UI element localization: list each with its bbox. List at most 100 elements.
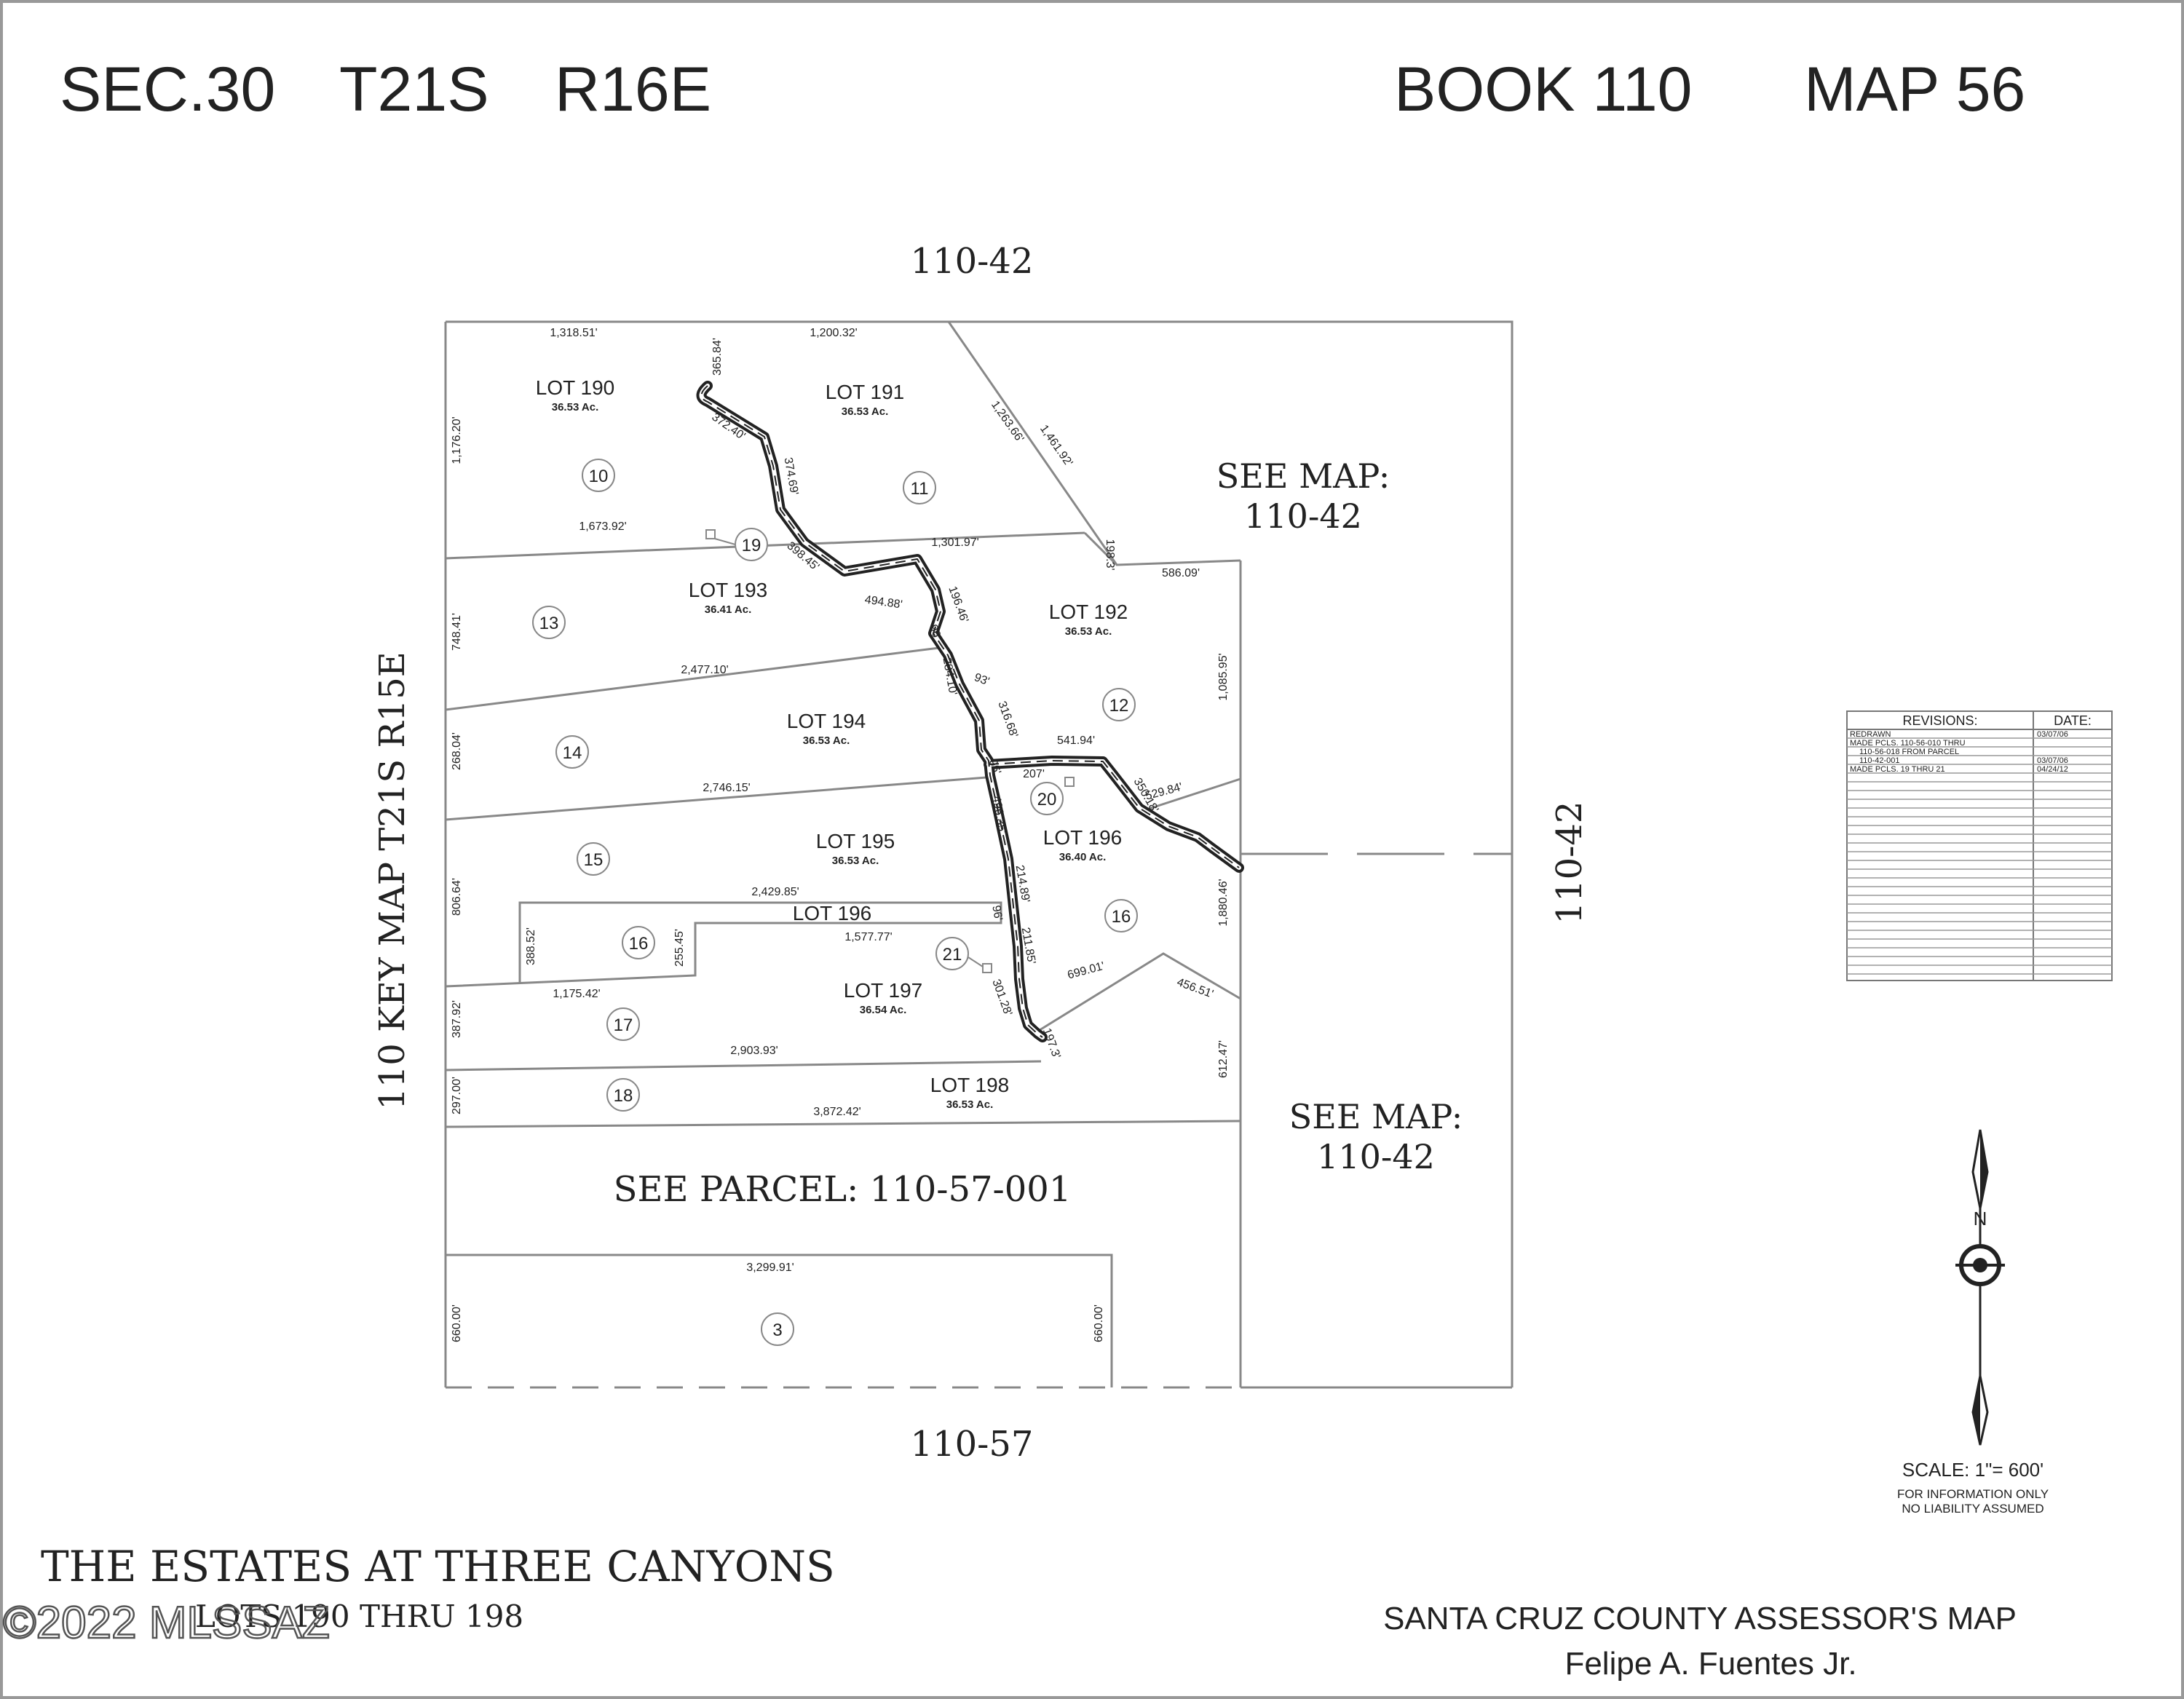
- revisions-header: REVISIONS:: [1902, 713, 1977, 728]
- disclaimer-line2: NO LIABILITY ASSUMED: [1902, 1502, 2043, 1516]
- dimension: 3,299.91': [746, 1262, 794, 1274]
- lot-195-acres: 36.53 Ac.: [832, 855, 879, 867]
- assessor-agency: SANTA CRUZ COUNTY ASSESSOR'S MAP: [1383, 1601, 2017, 1636]
- map-label: 18: [614, 1086, 633, 1106]
- dimension: 1,673.92': [579, 520, 626, 533]
- dimension: 2,903.93': [730, 1045, 778, 1057]
- dimension: 1,880.46': [1217, 879, 1230, 926]
- revision-row-date: 04/24/12: [2037, 765, 2068, 774]
- lot-195-label: LOT 195: [816, 830, 895, 852]
- parcel-circle-18: 18: [606, 1078, 640, 1112]
- map-label: 10: [589, 467, 609, 486]
- revision-row-text: MADE PCLS. 110-56-010 THRU: [1850, 739, 1966, 748]
- map-label: 16: [629, 934, 649, 954]
- dimension: 93': [973, 671, 991, 688]
- lot-190-acres: 36.53 Ac.: [552, 401, 599, 413]
- revision-row-date: 03/07/06: [2037, 756, 2068, 765]
- lot-193-194-line: [445, 646, 940, 711]
- book-number: BOOK 110: [1394, 55, 1693, 124]
- north-label: N: [1974, 1208, 1987, 1229]
- lot-194-label: LOT 194: [787, 710, 866, 732]
- dimension: 2,477.10': [681, 664, 728, 676]
- structure-marker-21: [982, 963, 992, 973]
- lot-191-label: LOT 191: [826, 381, 904, 403]
- dimension: 1,085.95': [1217, 653, 1230, 700]
- map-header: SEC.30 T21S R16E BOOK 110 MAP 56: [60, 55, 2025, 124]
- lot-198-acres: 36.53 Ac.: [946, 1098, 994, 1111]
- lot-196-197-line: [1033, 952, 1241, 1035]
- revision-row-text: MADE PCLS. 19 THRU 21: [1850, 765, 1945, 774]
- dimension: 1,577.77': [844, 931, 892, 943]
- dimension: 387.92': [451, 1000, 463, 1038]
- adjacent-map-right: 110-42: [1549, 801, 1590, 924]
- adjacent-map-left: 110 KEY MAP T21S R15E: [372, 652, 413, 1110]
- map-label: 19: [742, 536, 761, 555]
- lot-193-label: LOT 193: [689, 579, 767, 601]
- parcel-circle-14: 14: [555, 735, 589, 769]
- lot-193-acres: 36.41 Ac.: [705, 603, 752, 616]
- lot-198-south-line: [445, 1120, 1241, 1128]
- see-map-upper-line2: 110-42: [1244, 496, 1362, 536]
- dimension: 806.64': [451, 878, 463, 916]
- parcel-circle-13: 13: [532, 606, 566, 639]
- dimension: 255.45': [673, 929, 686, 967]
- see-map-upper-line1: SEE MAP:: [1216, 456, 1390, 496]
- lot-194-195-line: [445, 776, 987, 821]
- lot-196-acres: 36.40 Ac.: [1059, 851, 1107, 863]
- dimension: 541.94': [1057, 734, 1095, 747]
- lot-191-acres: 36.53 Ac.: [842, 405, 889, 418]
- parcel-circle-10: 10: [582, 459, 615, 492]
- lot-192-label: LOT 192: [1049, 601, 1128, 623]
- section-number: SEC.30: [60, 55, 275, 124]
- dimension: 660.00': [451, 1304, 463, 1342]
- lot-197-label: LOT 197: [844, 979, 922, 1002]
- parcel-circle-20: 20: [1030, 782, 1064, 815]
- parcel-circle-19: 19: [735, 528, 768, 561]
- lot-190-label: LOT 190: [536, 376, 614, 399]
- lot-194-acres: 36.53 Ac.: [803, 734, 850, 747]
- assessor-name: Felipe A. Fuentes Jr.: [1564, 1646, 1856, 1682]
- dimension: 1,318.51': [550, 327, 597, 339]
- dimension: 96': [927, 623, 943, 641]
- revision-row-date: 03/07/06: [2037, 730, 2068, 739]
- map-label: 14: [563, 743, 582, 763]
- dimension: 96': [989, 904, 1004, 921]
- map-label: 12: [1109, 696, 1129, 716]
- lot-197-acres: 36.54 Ac.: [860, 1004, 907, 1016]
- structure-markers: [705, 529, 1075, 973]
- map-label: 17: [614, 1015, 633, 1035]
- parcel-circle-21: 21: [935, 937, 969, 970]
- north-arrow-icon: N: [1955, 1129, 2005, 1446]
- structure-marker-20: [1064, 777, 1075, 787]
- dimension: 2,746.15': [703, 782, 750, 794]
- subdivision-title: THE ESTATES AT THREE CANYONS: [41, 1542, 835, 1591]
- dimension: 1,301.97': [931, 536, 978, 549]
- lot-192-196-line: [1139, 777, 1241, 813]
- lot-198-label: LOT 198: [930, 1074, 1009, 1096]
- parcel-circle-11: 11: [903, 471, 936, 504]
- map-label: 20: [1037, 790, 1057, 809]
- map-label: 3: [772, 1320, 782, 1340]
- dimension: 660.00': [1093, 1304, 1105, 1342]
- lot-196-label: LOT 196: [1043, 826, 1122, 849]
- lot-196-strip: [445, 901, 1002, 988]
- revision-row-text: 110-56-018 FROM PARCEL: [1859, 748, 1959, 756]
- see-parcel-label: SEE PARCEL: 110-57-001: [614, 1169, 1072, 1210]
- parcel-circle-3: 3: [761, 1312, 794, 1346]
- subdivision-lots: LOTS 190 THRU 198: [195, 1599, 523, 1634]
- dimension: 1,175.42': [553, 988, 600, 1000]
- map-scale: SCALE: 1"= 600': [1902, 1459, 2043, 1481]
- parcel-circle-16-strip: 16: [622, 926, 655, 959]
- dimension: 612.47': [1217, 1040, 1230, 1078]
- parcel-3-boundary: [446, 1254, 1113, 1387]
- lot-197-198-line: [445, 1060, 1042, 1072]
- parcel-circle-15: 15: [577, 842, 610, 876]
- road-center-dash: [700, 385, 1240, 1038]
- road-easement: [696, 381, 1244, 1042]
- dimension: 207': [1023, 768, 1045, 780]
- dimension: 3,872.42': [813, 1106, 860, 1118]
- dimension: 96': [986, 758, 1003, 776]
- dimension: 2,429.85': [751, 886, 799, 898]
